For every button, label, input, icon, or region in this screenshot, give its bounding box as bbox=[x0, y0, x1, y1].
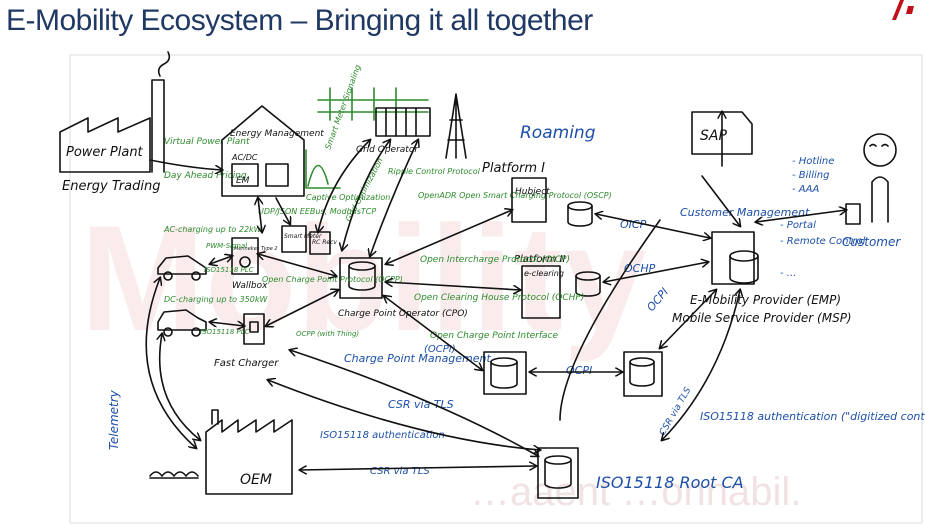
page-title: E-Mobility Ecosystem – Bringing it all t… bbox=[6, 4, 593, 37]
grid-operator-building-icon bbox=[375, 107, 431, 137]
house-icon bbox=[221, 105, 305, 197]
rc-recv-label: RC Recv bbox=[312, 239, 337, 246]
iso-plc-2-label: ISO15118 PLC bbox=[200, 328, 250, 336]
platform-2-label: Platform II bbox=[514, 254, 565, 265]
power-plant-label: Power Plant bbox=[66, 145, 144, 160]
database-icon bbox=[544, 455, 572, 489]
wallbox-label: Wallbox bbox=[232, 281, 268, 291]
emp-label: E-Mobility Provider (EMP) bbox=[690, 293, 841, 307]
csr-tls-3-label: CSR via TLS bbox=[658, 386, 694, 438]
hotline-label: - Hotline bbox=[792, 156, 834, 167]
day-ahead-pricing-label: Day Ahead Pricing bbox=[164, 171, 247, 181]
aaa-label: - AAA bbox=[792, 184, 819, 195]
ocpp-thing-label: OCPP (with Thing) bbox=[296, 330, 359, 338]
remote-control-label: - Remote Control bbox=[780, 236, 866, 247]
open-charge-interface-label: Open Charge Point Interface bbox=[430, 331, 558, 341]
emp-server-icon bbox=[711, 231, 755, 285]
e-clearing-server-icon bbox=[521, 265, 561, 319]
transmission-tower-icon bbox=[445, 93, 467, 159]
platform-1-label: Platform I bbox=[482, 161, 545, 176]
optimization-chart-icon bbox=[305, 149, 341, 189]
customer-person-icon bbox=[863, 133, 897, 223]
power-plant-icon bbox=[59, 51, 171, 173]
more-label: - ... bbox=[780, 268, 796, 279]
e-clearing-label: e-clearing bbox=[524, 269, 564, 278]
mennekes-label: Mennekes Type 2 bbox=[234, 246, 278, 252]
openadr-label: OpenADR Open Smart Charging Protocol (OS… bbox=[418, 191, 612, 200]
connector-lines bbox=[145, 112, 846, 470]
billing-label: - Billing bbox=[792, 170, 829, 181]
msp-label: Mobile Service Provider (MSP) bbox=[672, 311, 852, 325]
open-clearing-label: Open Clearing House Protocol (OCHP) bbox=[414, 293, 584, 303]
database-icon bbox=[629, 357, 655, 387]
pwm-signal-label: PWM-Signal bbox=[206, 242, 247, 250]
brand-logo-icon bbox=[892, 0, 914, 20]
em-label: EM bbox=[236, 176, 250, 186]
energy-trading-label: Energy Trading bbox=[62, 179, 160, 194]
root-ca-server-icon bbox=[537, 447, 579, 499]
ocpp-label: Open Charge Point Protocol (OCPP) bbox=[262, 275, 403, 284]
smart-meter-label: Smart Meter bbox=[284, 233, 322, 240]
dc-charging-label: DC-charging up to 350kW bbox=[164, 295, 268, 304]
portal-label: - Portal bbox=[780, 220, 816, 231]
power-grid-icon bbox=[317, 87, 429, 121]
telemetry-label: Telemetry bbox=[107, 389, 121, 450]
roaming-label: Roaming bbox=[520, 123, 596, 143]
open-intercharge-label: Open Intercharge Protocol (OICP) bbox=[420, 255, 570, 265]
iso-plc-label: ISO15118 PLC bbox=[204, 266, 254, 274]
cpm-label: Charge Point Management bbox=[344, 352, 492, 365]
grid-operator-label: Grid Operator bbox=[356, 145, 419, 155]
ripple-control-label: Ripple Control Protocol bbox=[388, 167, 481, 176]
captive-optimization-label: Captive Optimization bbox=[306, 193, 390, 202]
sap-label: SAP bbox=[700, 128, 727, 144]
database-icon bbox=[729, 250, 759, 284]
database-icon bbox=[348, 261, 376, 291]
database-icon bbox=[567, 201, 593, 227]
oem-label: OEM bbox=[240, 472, 272, 488]
root-ca-label: ISO15118 Root CA bbox=[596, 473, 744, 492]
cpo-server-icon bbox=[339, 257, 383, 299]
watermark-footer: …aaent …onnabil. bbox=[470, 470, 801, 514]
customer-label: Customer bbox=[842, 235, 901, 249]
car-fleet-icon bbox=[149, 471, 199, 479]
database-icon bbox=[490, 357, 518, 389]
ac-dc-label: AC/DC bbox=[231, 153, 258, 162]
hubject-server-icon bbox=[511, 177, 547, 223]
energy-management-label: Energy Management bbox=[230, 129, 324, 139]
phone-icon bbox=[845, 203, 861, 225]
ocpi-emp-label: OCPI bbox=[644, 285, 671, 313]
hubject-label: Hubject bbox=[515, 187, 550, 197]
fast-charger-label: Fast Charger bbox=[214, 358, 279, 369]
ac-charging-label: AC-charging up to 22kW bbox=[163, 225, 263, 234]
database-icon bbox=[575, 271, 601, 297]
iso-auth-contract-label: ISO15118 authentication ("digitized cont… bbox=[700, 410, 925, 423]
canvas-frame bbox=[69, 54, 923, 524]
virtual-power-plant-label: Virtual Power Plant bbox=[164, 137, 250, 147]
sap-box-icon bbox=[691, 111, 753, 155]
